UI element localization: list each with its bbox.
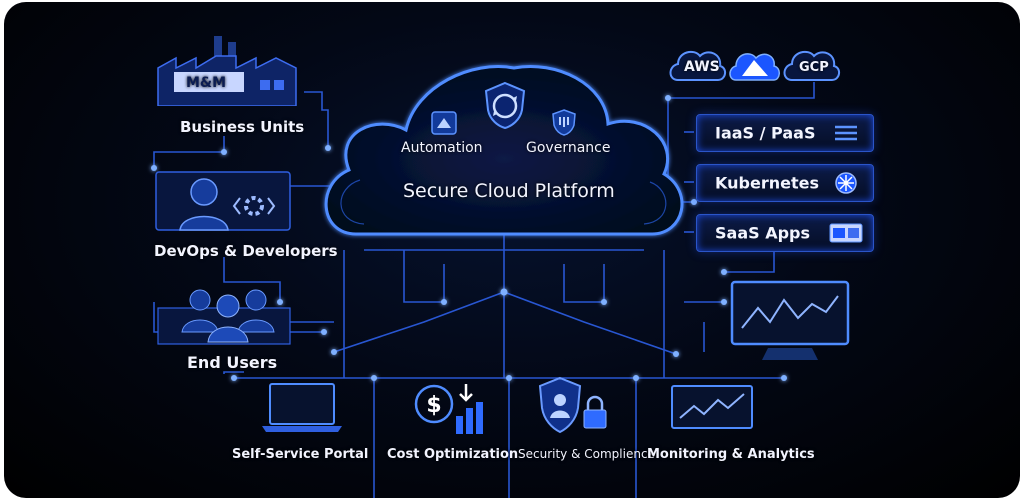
bottom-label-cost: Cost Optimization xyxy=(387,447,519,462)
bottom-label-monitoring: Monitoring & Analytics xyxy=(647,447,815,462)
gcp-label: GCP xyxy=(799,60,829,75)
governance-label: Governance xyxy=(526,140,611,156)
cloud-shape xyxy=(324,65,684,236)
analytics-monitor-icon xyxy=(730,280,850,360)
apps-window-icon xyxy=(829,223,863,243)
bottom-label-portal: Self-Service Portal xyxy=(232,447,369,462)
kubernetes-icon xyxy=(835,172,857,194)
aws-cloud-icon xyxy=(669,50,726,81)
laptop-icon xyxy=(262,383,342,432)
aws-label: AWS xyxy=(684,59,720,75)
governance-icon xyxy=(552,109,576,136)
diagram-canvas: Automation Governance Secure Cloud Platf… xyxy=(4,2,1020,498)
sync-shield-icon xyxy=(484,81,526,130)
platform-title: Secure Cloud Platform xyxy=(403,180,615,202)
service-label: Kubernetes xyxy=(715,173,819,193)
service-label: SaaS Apps xyxy=(715,223,811,243)
devops-label: DevOps & Developers xyxy=(154,242,338,260)
security-shield-icon xyxy=(538,376,607,434)
service-iaas-paas: IaaS / PaaS xyxy=(696,114,874,152)
building-sign: M&M xyxy=(186,75,227,91)
service-label: IaaS / PaaS xyxy=(715,123,816,143)
factory-icon xyxy=(157,36,297,106)
developer-icon xyxy=(155,171,291,231)
svg-text:$: $ xyxy=(426,393,441,418)
bottom-label-security: Security & Complience xyxy=(518,447,655,461)
business-units-label: Business Units xyxy=(180,118,305,136)
gcp-cloud-icon xyxy=(783,50,840,81)
connection-lines xyxy=(151,65,815,498)
users-group-icon xyxy=(157,289,291,345)
azure-cloud-icon xyxy=(729,53,780,81)
cost-chart-icon: $ xyxy=(414,384,483,434)
monitoring-screen-icon xyxy=(671,385,753,429)
automation-label: Automation xyxy=(401,140,483,156)
service-saas-apps: SaaS Apps xyxy=(696,214,874,252)
end-users-label: End Users xyxy=(187,353,278,372)
menu-lines-icon xyxy=(835,125,857,141)
service-kubernetes: Kubernetes xyxy=(696,164,874,202)
automation-icon xyxy=(431,111,457,135)
